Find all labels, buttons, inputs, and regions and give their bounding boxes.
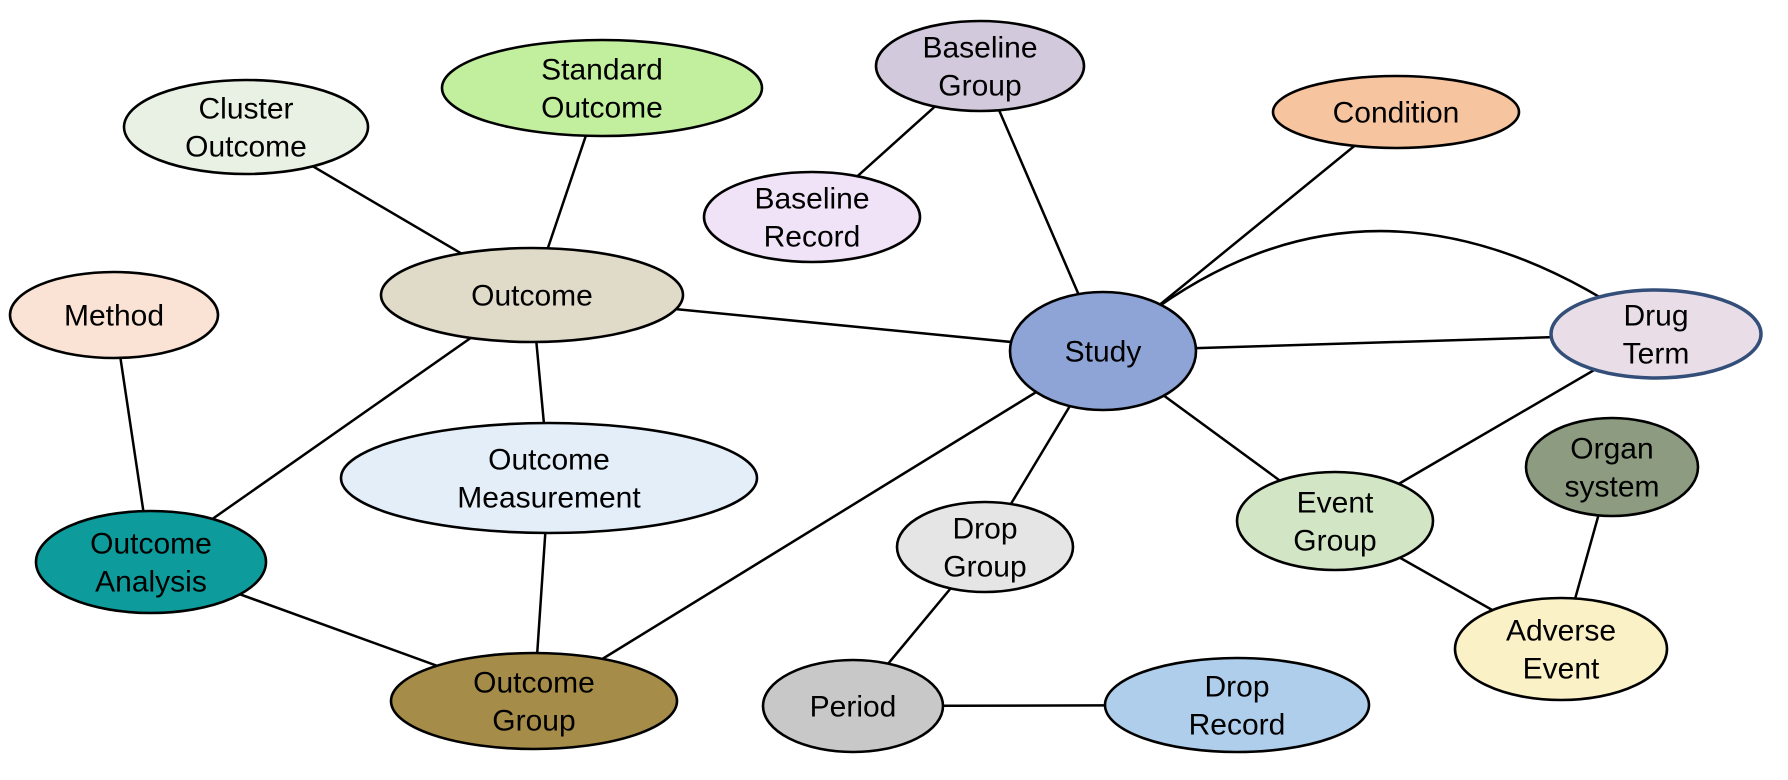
outcome-analysis-ellipse: [34, 509, 268, 615]
node-method[interactable]: Method: [8, 270, 220, 360]
edge-study--drug-term-arc: [1101, 230, 1658, 353]
study-ellipse: [1008, 290, 1198, 412]
outcome-label: Outcome: [471, 280, 593, 313]
drop-group-ellipse: [895, 500, 1075, 594]
period-label: Period: [810, 691, 897, 724]
edge-study--outcome-group: [532, 349, 1105, 703]
adverse-event-ellipse: [1453, 596, 1669, 702]
edge-outcome--outcome-analysis: [149, 293, 534, 564]
standard-outcome-ellipse: [440, 38, 764, 138]
baseline-record-ellipse: [702, 170, 922, 264]
node-outcome[interactable]: Outcome: [379, 246, 685, 344]
event-group-ellipse: [1235, 470, 1435, 572]
condition-ellipse: [1271, 74, 1521, 150]
node-period[interactable]: Period: [761, 658, 945, 754]
drug-term-ellipse: [1549, 288, 1763, 380]
study-label: Study: [1065, 336, 1142, 369]
method-ellipse: [8, 270, 220, 360]
outcome-group-ellipse: [389, 651, 679, 751]
method-label: Method: [64, 300, 164, 333]
outcome-measurement-ellipse: [339, 421, 759, 535]
period-ellipse: [761, 658, 945, 754]
outcome-ellipse: [379, 246, 685, 344]
node-study[interactable]: Study: [1008, 290, 1198, 412]
drop-record-ellipse: [1103, 656, 1371, 754]
cluster-outcome-ellipse: [122, 78, 370, 176]
baseline-group-ellipse: [874, 19, 1086, 113]
node-condition[interactable]: Condition: [1271, 74, 1521, 150]
organ-system-ellipse: [1524, 416, 1700, 518]
condition-label: Condition: [1333, 97, 1460, 130]
